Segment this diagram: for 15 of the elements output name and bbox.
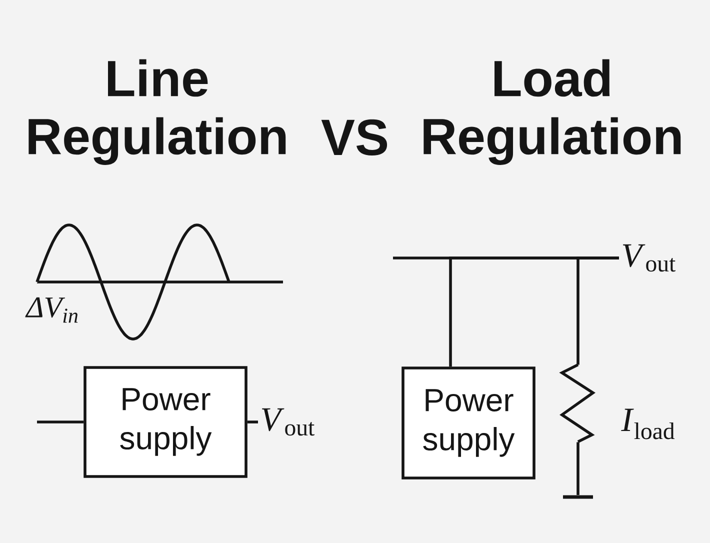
wire [247,420,258,424]
heading: Load Regulation [424,59,681,165]
heading: Line Regulation [28,59,286,165]
ground-symbol [563,495,593,499]
voltage-label: ΔV$_{in}$ [25,297,78,323]
voltage-label: V$_{out}$ [262,408,315,436]
resistor-symbol [559,364,596,444]
wire [37,420,84,424]
wire [576,256,619,365]
wire [576,442,580,495]
block-box: Power supply [84,366,248,478]
voltage-label: V$_{out}$ [622,244,676,272]
block-box: Power supply [402,366,536,480]
heading: VS [321,119,388,156]
component-label: I$_{load}$ [621,408,675,440]
